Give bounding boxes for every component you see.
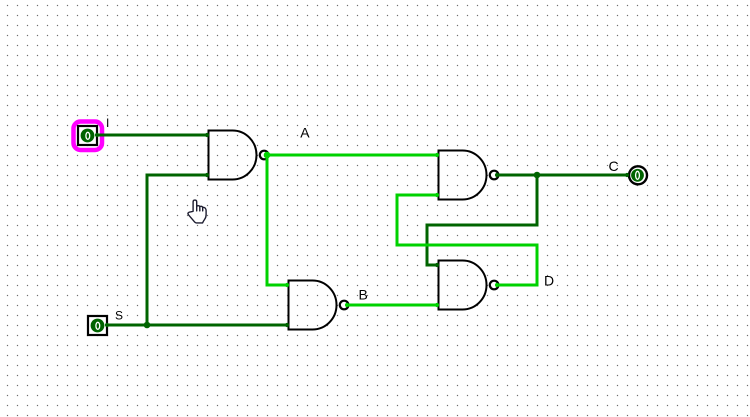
svg-text:A: A — [300, 124, 310, 140]
svg-text:I: I — [106, 116, 109, 130]
svg-text:D: D — [544, 273, 554, 289]
svg-text:B: B — [359, 287, 368, 303]
svg-text:C: C — [609, 158, 619, 174]
svg-text:S: S — [115, 309, 123, 323]
